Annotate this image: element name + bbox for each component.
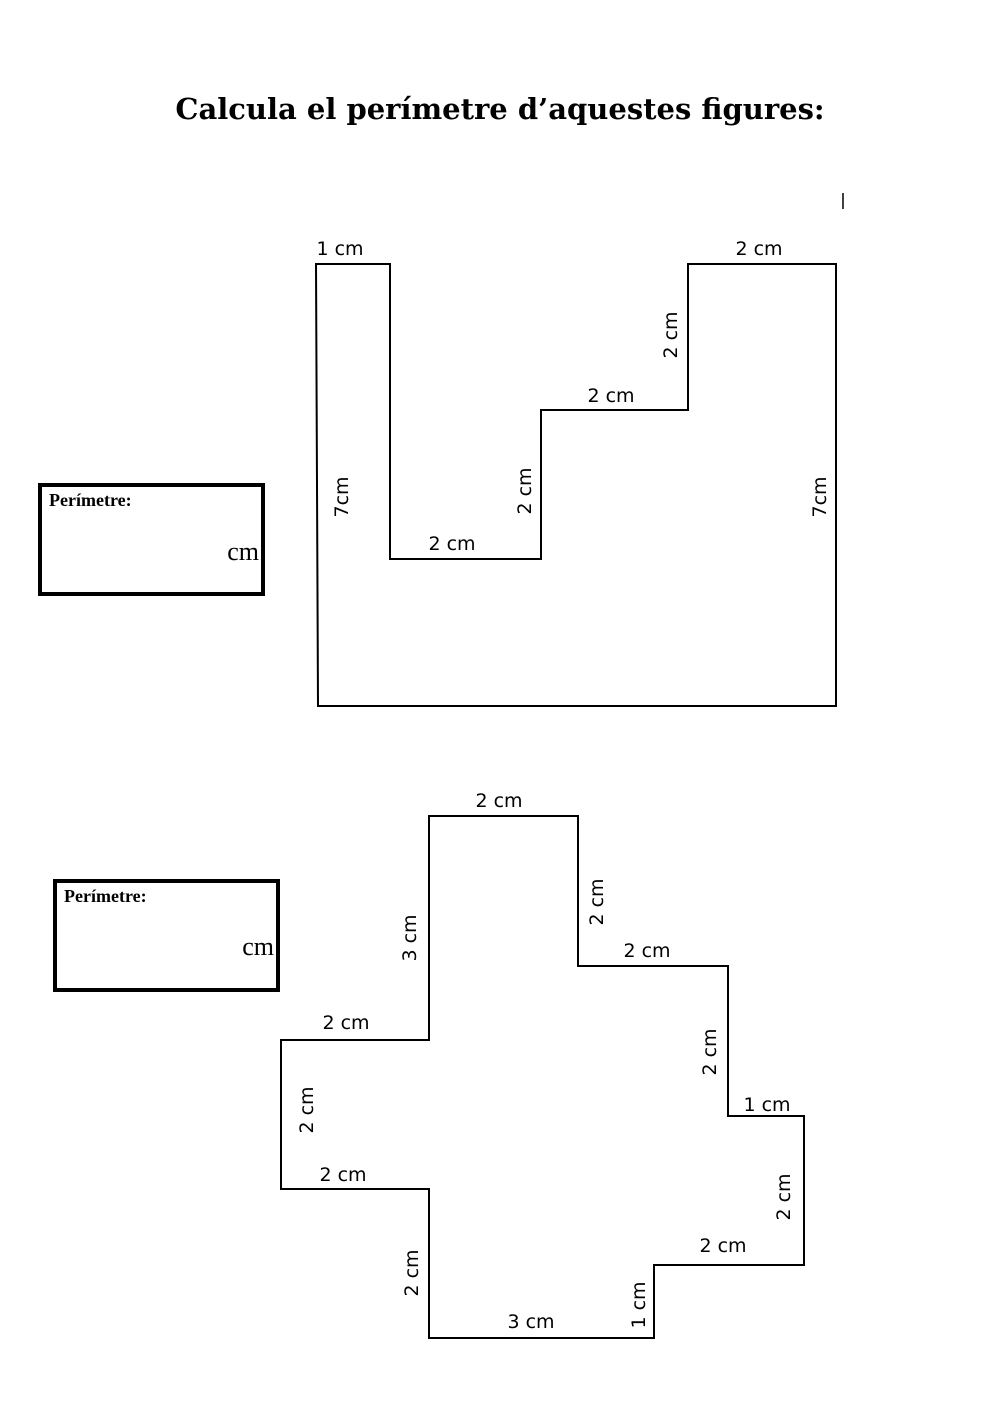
perimeter-unit: cm [227,537,259,566]
side-length-label: 7cm [331,476,353,517]
side-length-label: 2 cm [401,1249,423,1296]
figure-1: 1 cm 2 cm 2 cm 2 cm 2 cm 2 cm 7cm 7cm [314,238,837,707]
side-length-label: 2 cm [296,1086,318,1133]
side-length-label: 2 cm [623,940,670,962]
side-length-label: 1 cm [316,238,363,260]
side-length-label: 1 cm [628,1281,650,1328]
side-length-label: 2 cm [322,1012,369,1034]
perimeter-answer-box-2[interactable]: Perímetre: cm [53,879,280,992]
side-length-label: 2 cm [475,790,522,812]
page-title: Calcula el perímetre d’aquestes figures: [175,92,825,126]
perimeter-label: Perímetre: [64,886,147,906]
figure-2-outline [280,815,805,1339]
perimeter-answer-box-1[interactable]: Perímetre: cm [38,483,265,596]
side-length-label: 2 cm [699,1235,746,1257]
figure-2: 2 cm 2 cm 2 cm 2 cm 1 cm 2 cm 2 cm 1 cm … [280,790,805,1339]
side-length-label: 2 cm [586,878,608,925]
side-length-label: 2 cm [773,1173,795,1220]
side-length-label: 2 cm [660,311,682,358]
side-length-label: 1 cm [743,1094,790,1116]
side-length-label: 2 cm [319,1164,366,1186]
side-length-label: 3 cm [507,1311,554,1333]
figure-1-outline [314,263,837,707]
side-length-label: 2 cm [735,238,782,260]
perimeter-label: Perímetre: [49,490,132,510]
side-length-label: 3 cm [399,914,421,961]
side-length-label: 2 cm [699,1028,721,1075]
side-length-label: 2 cm [428,533,475,555]
side-length-label: 2 cm [514,467,536,514]
side-length-label: 2 cm [587,385,634,407]
side-length-label: 7cm [809,476,831,517]
perimeter-unit: cm [242,932,274,961]
